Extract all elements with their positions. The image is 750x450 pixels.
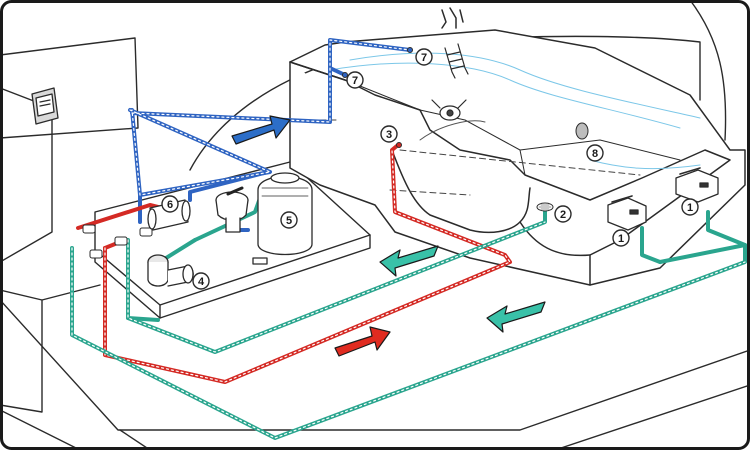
component-labels: 1 1 2 3 4 5 6 7 7 8	[161, 48, 699, 290]
main-drain-label: 2	[554, 205, 572, 223]
flow-arrow-red	[334, 326, 391, 357]
flow-arrows	[231, 115, 546, 357]
main-drain-grate	[536, 202, 554, 212]
return-inlet-label: 3	[380, 125, 398, 143]
pump-unit	[147, 254, 194, 287]
heater-number: 6	[167, 199, 173, 211]
wall-inlet-label: 7	[415, 48, 433, 66]
wall-inlet-number: 7	[421, 52, 427, 64]
pool-light-label: 8	[586, 144, 604, 162]
wall-inlet-label: 7	[346, 71, 364, 89]
control-box-icon	[31, 87, 59, 125]
skimmer-label: 1	[681, 198, 699, 216]
pump-label: 4	[192, 272, 210, 290]
pump-number: 4	[198, 276, 205, 288]
skimmer-number: 1	[618, 233, 624, 245]
skimmer-label: 1	[612, 229, 630, 247]
pool-light-number: 8	[592, 148, 598, 160]
multiport-valve	[215, 186, 249, 233]
heater-unit	[147, 199, 191, 231]
return-inlet-number: 3	[386, 129, 392, 141]
flow-arrow-teal-upper	[379, 245, 439, 277]
sand-filter-number: 5	[286, 215, 292, 227]
feed-pipe-blue-inner	[129, 39, 411, 196]
inlet-fittings	[342, 47, 413, 148]
water-surface-lines	[329, 52, 701, 170]
heater-label: 6	[161, 195, 179, 213]
pool-light-fixture	[575, 122, 589, 140]
flow-arrow-teal-lower	[486, 301, 546, 333]
wall-inlet-number: 7	[352, 75, 358, 87]
return-pipe-red-inner	[104, 149, 511, 383]
suction-pipe-green-inner	[71, 221, 746, 439]
pool-structure	[289, 29, 746, 286]
flow-arrow-blue	[231, 115, 291, 145]
skimmer-number: 1	[687, 202, 693, 214]
skimmer-units	[607, 167, 719, 231]
brand-icon	[441, 7, 464, 29]
main-drain-number: 2	[560, 209, 566, 221]
pool-ladder	[444, 43, 469, 79]
sand-filter-label: 5	[280, 211, 298, 229]
pool-cleaner	[419, 99, 486, 141]
